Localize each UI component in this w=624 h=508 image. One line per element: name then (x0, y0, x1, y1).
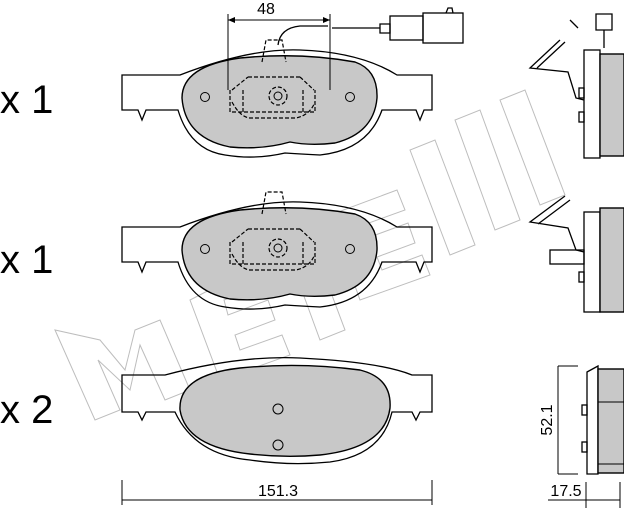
side-view-plain: 52.1 17.5 (539, 364, 624, 508)
dimension-48: 48 (257, 1, 275, 18)
brake-pad-plain: 151.3 (121, 356, 433, 505)
brake-pad-with-sensor: 48 (121, 1, 464, 158)
quantity-label-1: x 1 (0, 78, 54, 122)
dimension-52-1: 52.1 (539, 404, 556, 435)
side-view-inner-clip (528, 195, 624, 313)
sensor-wire (277, 25, 328, 46)
side-view-with-clip (528, 13, 624, 159)
dimension-17-5: 17.5 (550, 483, 581, 500)
dimension-151-3: 151.3 (258, 483, 298, 500)
brake-pad-inner (121, 191, 433, 310)
quantity-label-2: x 1 (0, 238, 54, 282)
quantity-label-3: x 2 (0, 388, 54, 432)
sensor-connector (422, 12, 464, 44)
